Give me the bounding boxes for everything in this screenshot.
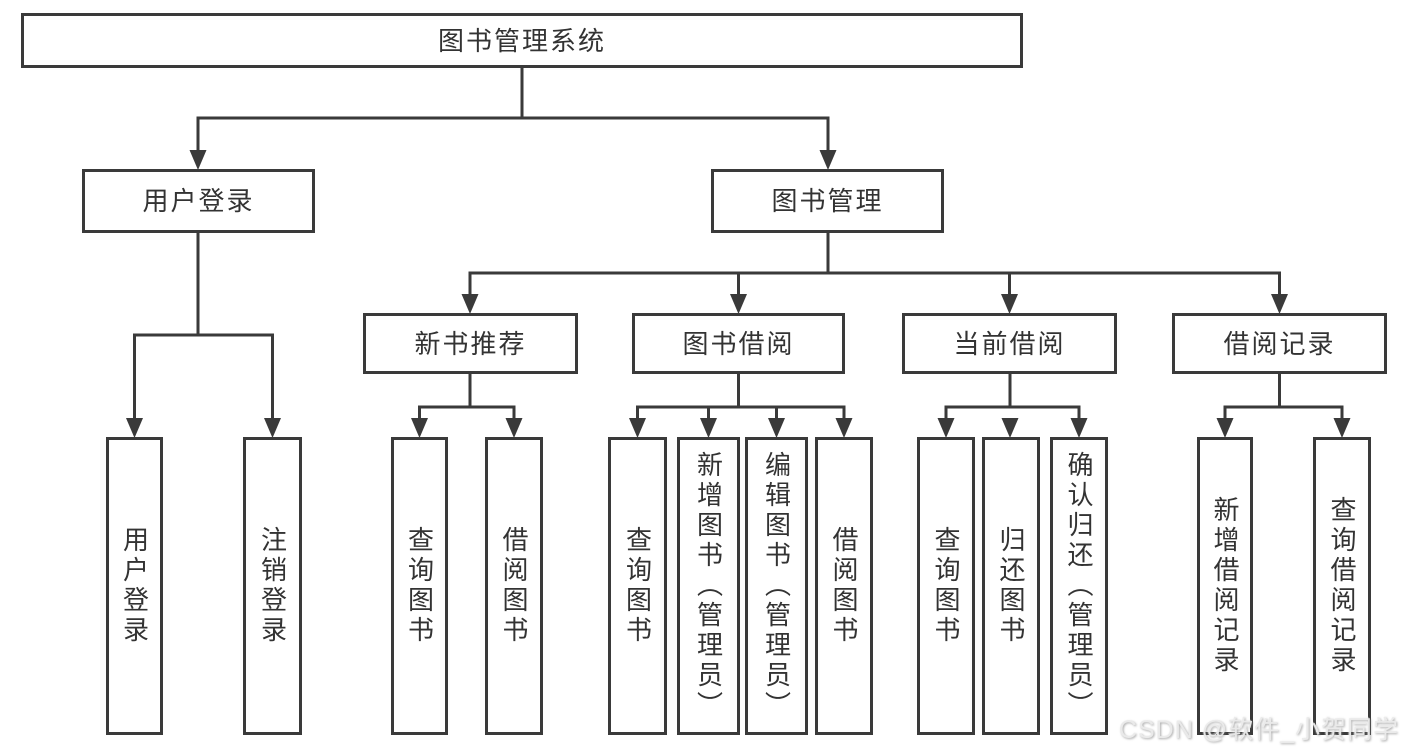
level3-rail	[468, 271, 1281, 297]
arrow-book-borrow	[730, 294, 747, 314]
arrow-leaf-8	[835, 418, 853, 438]
csdn-watermark: CSDN @软件_小贺同学	[1118, 716, 1399, 744]
node-leaf-add-books-admin: 新增图书（管理员）	[677, 437, 740, 735]
node-leaf-edit-books-admin: 编辑图书（管理员）	[745, 437, 808, 735]
borrow-records-rail	[1223, 372, 1344, 421]
arrow-new-books	[461, 294, 479, 314]
node-book-borrow: 图书借阅	[632, 313, 845, 374]
node-leaf-query-books-borrow: 查询图书	[608, 437, 667, 735]
node-leaf-query-borrow-record: 查询借阅记录	[1313, 437, 1371, 735]
arrow-leaf-12	[1216, 418, 1234, 438]
arrow-leaf-7	[768, 418, 785, 438]
node-leaf-query-books-newbooks: 查询图书	[391, 437, 448, 735]
arrow-borrow-records	[1271, 294, 1288, 314]
node-leaf-return-books: 归还图书	[982, 437, 1040, 735]
arrow-leaf-1	[126, 418, 143, 438]
arrow-leaf-3	[411, 418, 428, 438]
node-new-books: 新书推荐	[363, 313, 578, 374]
arrow-leaf-2	[264, 418, 281, 438]
arrow-leaf-6	[700, 418, 717, 438]
node-root: 图书管理系统	[21, 13, 1023, 68]
arrow-current-borrow	[1001, 294, 1018, 314]
node-leaf-user-login: 用户登录	[106, 437, 163, 735]
user-login-rail	[133, 333, 274, 421]
arrow-leaf-10	[1001, 418, 1019, 438]
arrow-leaf-13	[1333, 418, 1351, 438]
arrowheads	[126, 150, 1351, 438]
node-book-mgmt: 图书管理	[711, 169, 944, 233]
new-books-rail	[418, 372, 516, 421]
node-current-borrow: 当前借阅	[902, 313, 1117, 374]
arrow-leaf-4	[505, 418, 523, 438]
current-borrow-rail	[944, 372, 1081, 421]
level2-rail	[196, 116, 830, 153]
arrow-leaf-9	[937, 418, 955, 438]
node-leaf-borrow-books-newbooks: 借阅图书	[485, 437, 543, 735]
node-leaf-logout: 注销登录	[243, 437, 302, 735]
node-user-login: 用户登录	[82, 169, 315, 233]
node-leaf-borrow-books: 借阅图书	[815, 437, 873, 735]
book-borrow-rail	[636, 372, 846, 421]
node-borrow-records: 借阅记录	[1172, 313, 1387, 374]
node-leaf-add-borrow-record: 新增借阅记录	[1197, 437, 1253, 735]
arrow-leaf-5	[629, 418, 646, 438]
arrow-user-login	[189, 150, 207, 170]
arrow-leaf-11	[1070, 418, 1088, 438]
node-leaf-query-books-current: 查询图书	[917, 437, 975, 735]
node-leaf-confirm-return-admin: 确认归还（管理员）	[1050, 437, 1108, 735]
arrow-book-mgmt	[819, 150, 837, 170]
